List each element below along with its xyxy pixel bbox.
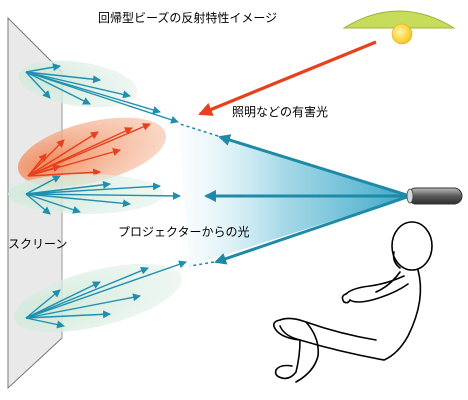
reflection-lobe-bottom (14, 260, 187, 333)
projector-light-label: プロジェクターからの光 (118, 225, 250, 239)
diagram-title: 回帰型ビーズの反射特性イメージ (98, 11, 278, 25)
harmful-light-label: 照明などの有害光 (232, 105, 329, 119)
harmful-light-arrow (198, 40, 377, 116)
projector-beam (178, 123, 411, 267)
reflection-lobe-middle (8, 174, 181, 215)
screen-label: スクリーン (8, 237, 68, 251)
reflection-lobe-harmful (17, 117, 167, 187)
seated-person-icon (272, 221, 433, 383)
projector-icon (406, 187, 463, 205)
reflection-lobe-top (18, 60, 179, 124)
ceiling-lamp-icon (342, 10, 456, 45)
